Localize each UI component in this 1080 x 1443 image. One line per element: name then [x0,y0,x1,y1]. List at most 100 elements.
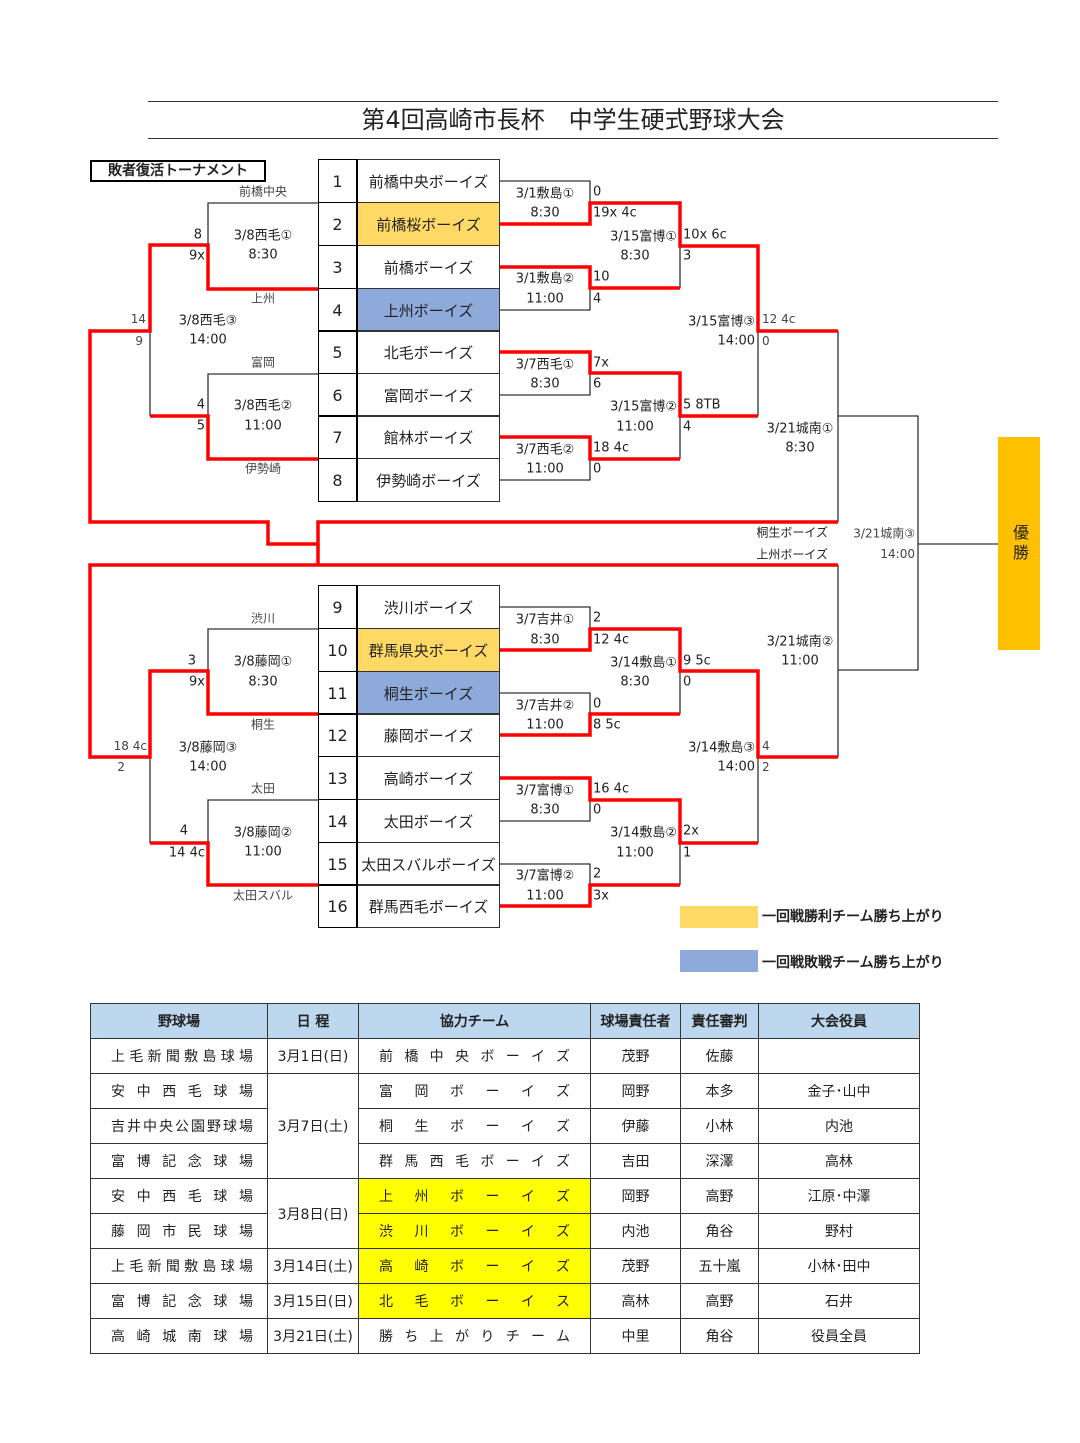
team-number: 3 [318,245,358,289]
team-cell: 北毛ボーイス [358,1283,591,1319]
bracket-black-lines [149,180,998,885]
winner-path [88,563,838,759]
match-venue: 3/8藤岡③ [178,740,238,756]
match-venue: 3/8西毛② [233,398,293,414]
umpire-cell: 佐藤 [680,1038,759,1074]
match-score: 8 5c [593,717,621,733]
match-score: 9x [189,248,205,264]
bracket-line [207,799,318,843]
team-cell: 上州ボーイズ [358,1178,591,1214]
winner-path [500,627,838,759]
match-venue: 3/15富博③ [688,314,755,330]
match-score: 3 [683,248,692,264]
umpire-cell: 小林 [680,1108,759,1144]
match-time: 8:30 [620,674,650,690]
team-name: 伊勢崎ボーイズ [358,458,500,502]
team-number: 15 [318,842,358,886]
manager-cell: 吉田 [590,1143,681,1179]
match-venue: 3/21城南② [766,634,834,650]
match-venue: 3/8西毛① [233,228,293,244]
team-number: 13 [318,756,358,800]
match-score: 3x [593,888,609,904]
match-score: 19x 4c [593,205,637,221]
match-venue: 3/7西毛② [515,442,575,458]
match-time: 11:00 [616,845,654,861]
column-header: 協力チーム [358,1003,591,1039]
loser-team-label: 上州 [250,291,276,306]
team-name: 渋川ボーイズ [358,585,500,629]
winner-path [500,712,680,737]
loser-team-label: 渋川 [250,611,276,626]
table-row: 吉井中央公園野球場桐生ボーイズ伊藤小林内池 [90,1108,920,1144]
officials-cell: 江原･中澤 [758,1178,920,1214]
match-venue: 3/7富博① [515,783,575,799]
winner-path [500,776,758,845]
venue-cell: 富博記念球場 [90,1143,268,1179]
match-score: 14 [130,312,146,326]
match-score: 0 [593,184,602,200]
team-number: 1 [318,159,358,203]
venue-cell: 上毛新聞敷島球場 [90,1038,268,1074]
column-header: 大会役員 [758,1003,920,1039]
match-score: 0 [762,334,770,348]
bracket-line [207,373,318,416]
manager-cell: 中里 [590,1318,681,1354]
match-score: 8 [193,227,202,243]
loser-team-label: 前橋中央 [238,184,288,199]
officials-cell: 金子･山中 [758,1073,920,1109]
winner-path [500,201,838,333]
venue-cell: 上毛新聞敷島球場 [90,1248,268,1284]
officials-cell: 内池 [758,1108,920,1144]
match-score: 9 5c [683,653,711,669]
final-team-bottom: 上州ボーイズ [756,547,828,562]
table-row: 藤岡市民球場渋川ボーイズ内池角谷野村 [90,1213,920,1249]
match-score: 10 [593,269,610,285]
match-venue: 3/14敷島① [610,655,677,671]
table-header-row: 野球場 日 程 協力チーム 球場責任者 責任審判 大会役員 [90,1003,920,1039]
match-time: 8:30 [785,440,815,456]
manager-cell: 茂野 [590,1038,681,1074]
column-header: 球場責任者 [590,1003,681,1039]
team-cell: 高崎ボーイズ [358,1248,591,1284]
bracket-line [500,606,591,629]
match-score: 9x [189,674,205,690]
team-name: 館林ボーイズ [358,415,500,459]
manager-cell: 伊藤 [590,1108,681,1144]
manager-cell: 岡野 [590,1073,681,1109]
match-venue: 3/8藤岡① [233,654,293,670]
bracket-line [500,180,591,203]
match-venue: 3/7富博② [515,868,575,884]
bracket-line [500,863,591,885]
team-cell: 群馬西毛ボーイズ [358,1143,591,1179]
page-title: 第4回高崎市長杯 中学生硬式野球大会 [148,101,998,139]
team-cell: 桐生ボーイズ [358,1108,591,1144]
legend-label: 一回戦敗戦チーム勝ち上がり [762,955,944,971]
team-number: 7 [318,415,358,459]
match-venue: 3/8西毛③ [178,313,238,329]
match-venue: 3/1敷島② [515,271,575,287]
loser-team-label: 富岡 [250,355,276,370]
match-venue: 3/7西毛① [515,357,575,373]
match-score: 18 4c [113,739,147,753]
match-score: 1 [683,845,692,861]
match-time: 11:00 [616,419,654,435]
winner-path [150,414,318,461]
match-score: 6 [593,376,602,392]
manager-cell: 内池 [590,1213,681,1249]
team-cell: 渋川ボーイズ [358,1213,591,1249]
manager-cell: 高林 [590,1283,681,1319]
match-time: 8:30 [620,248,650,264]
venue-cell: 安中西毛球場 [90,1178,268,1214]
match-venue: 3/1敷島① [515,186,575,202]
bracket-lines [88,180,998,908]
officials-cell: 石井 [758,1283,920,1319]
date-cell: 3月14日(土) [267,1248,359,1284]
bracket-line [838,415,919,671]
officials-cell [758,1038,920,1074]
